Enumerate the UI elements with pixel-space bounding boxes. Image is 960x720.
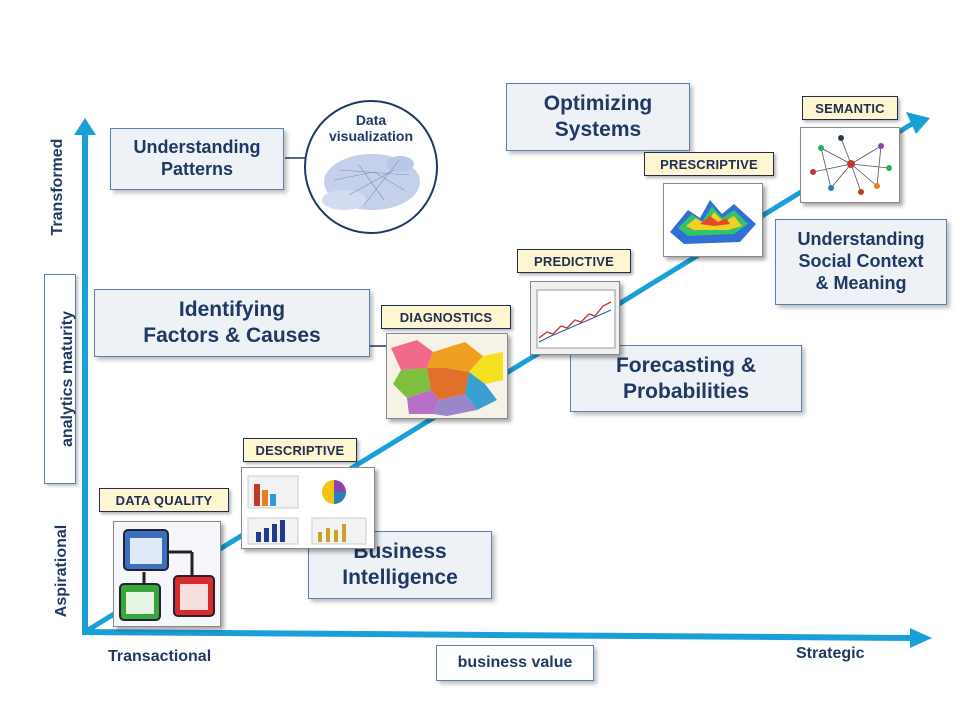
y-axis-label-box	[44, 274, 76, 484]
network-graph-image	[322, 154, 420, 210]
y-axis-arrowhead	[74, 118, 96, 135]
x-axis-right-label: Strategic	[796, 645, 865, 662]
social-context-box: Understanding Social Context & Meaning	[775, 219, 947, 305]
y-axis-label: analytics maturity	[59, 310, 76, 448]
semantic-network-image	[800, 127, 900, 203]
stage-tag-semantic: SEMANTIC	[802, 96, 898, 120]
identifying-factors-box: Identifying Factors & Causes	[94, 289, 370, 357]
maturity-curve-arrowhead	[906, 112, 930, 134]
x-axis-arrowhead	[910, 628, 932, 648]
data-quality-image	[113, 521, 221, 627]
predictive-chart-image	[530, 281, 620, 355]
x-axis-left-label: Transactional	[108, 648, 212, 665]
data-visualization-circle: Data visualization	[304, 100, 438, 234]
x-axis-line	[81, 629, 916, 641]
y-axis-top-label: Transformed	[49, 138, 66, 236]
stage-tag-predictive: PREDICTIVE	[517, 249, 631, 273]
data-visualization-label: Data visualization	[328, 112, 414, 145]
descriptive-dashboard-image	[241, 467, 375, 549]
diagnostics-map-image	[386, 333, 508, 419]
x-axis-label: business value	[436, 645, 594, 681]
stage-tag-data-quality: DATA QUALITY	[99, 488, 229, 512]
forecasting-box: Forecasting & Probabilities	[570, 345, 802, 412]
stage-tag-diagnostics: DIAGNOSTICS	[381, 305, 511, 329]
optimizing-systems-box: Optimizing Systems	[506, 83, 690, 151]
understanding-patterns-box: Understanding Patterns	[110, 128, 284, 190]
stage-tag-descriptive: DESCRIPTIVE	[243, 438, 357, 462]
prescriptive-surface-image	[663, 183, 763, 257]
y-axis-bottom-label: Aspirational	[53, 524, 70, 618]
stage-tag-prescriptive: PRESCRIPTIVE	[644, 152, 774, 176]
